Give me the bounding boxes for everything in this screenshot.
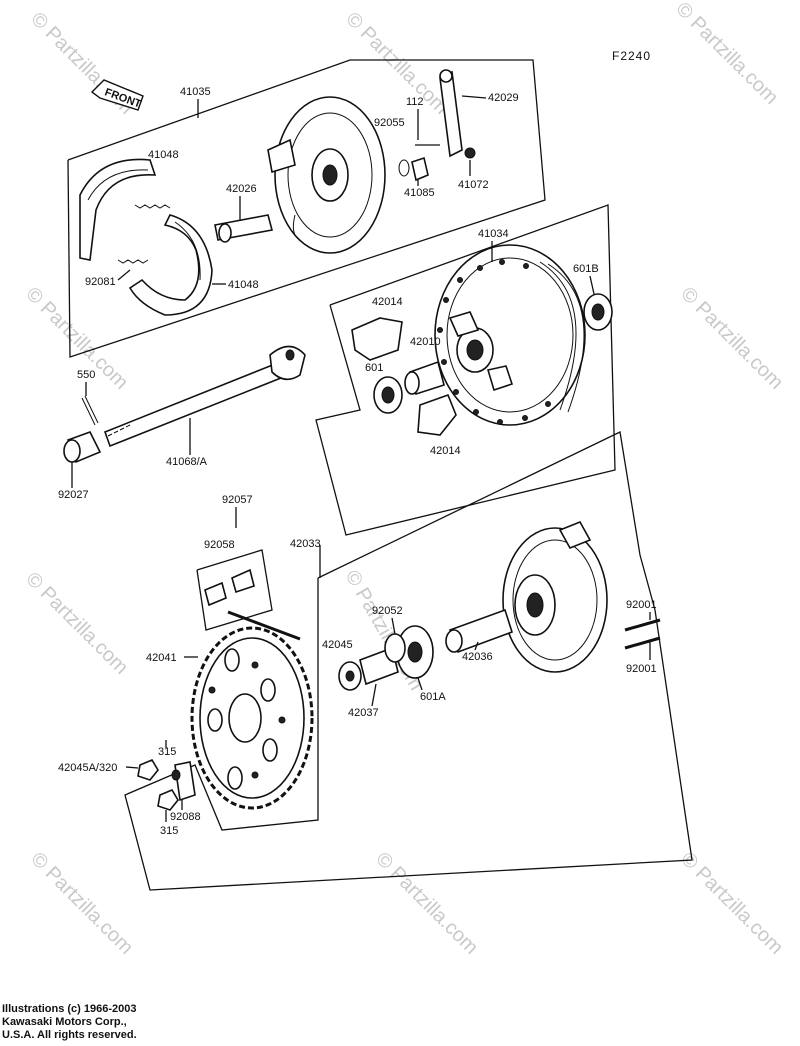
brake-springs xyxy=(117,204,171,264)
label-92081: 92081 xyxy=(85,276,116,288)
wheel-hub-frame xyxy=(315,204,616,536)
label-550: 550 xyxy=(77,369,95,381)
label-42036: 42036 xyxy=(462,651,493,663)
label-92057: 92057 xyxy=(222,494,253,506)
figure-id: F2240 xyxy=(612,49,651,63)
label-42045: 42045 xyxy=(322,639,353,651)
sprocket-nuts xyxy=(137,758,196,811)
label-42037: 42037 xyxy=(348,707,379,719)
label-42041: 42041 xyxy=(146,652,177,664)
label-42033: 42033 xyxy=(290,538,321,550)
label-601B: 601B xyxy=(573,263,599,275)
brake-cam-shaft xyxy=(214,214,273,243)
label-92088: 92088 xyxy=(170,811,201,823)
watermark: © Partzilla.com xyxy=(676,283,787,394)
coupling-frame xyxy=(124,431,693,891)
wheel-hub xyxy=(434,244,586,426)
label-41034: 41034 xyxy=(478,228,509,240)
label-42014-lower: 42014 xyxy=(430,445,461,457)
watermark: © Partzilla.com xyxy=(21,568,132,679)
watermark: © Partzilla.com xyxy=(676,848,787,959)
damper-42014-lower xyxy=(417,393,457,436)
label-92027: 92027 xyxy=(58,489,89,501)
indicator-41085 xyxy=(411,156,429,182)
brake-arm xyxy=(439,69,476,159)
copyright-notice: Illustrations (c) 1966-2003 Kawasaki Mot… xyxy=(2,1003,137,1042)
nut-42045 xyxy=(338,661,362,691)
bearing-601B xyxy=(583,293,613,331)
hub-spoke-holes xyxy=(437,259,551,425)
chain-joint xyxy=(204,568,255,607)
drive-chain-segment xyxy=(227,610,301,641)
label-41068A: 41068/A xyxy=(166,456,208,468)
watermark-layer: © Partzilla.com © Partzilla.com © Partzi… xyxy=(21,0,787,959)
brake-panel xyxy=(267,96,386,254)
label-92058: 92058 xyxy=(204,539,235,551)
damper-42014-upper xyxy=(351,317,403,361)
label-42014-upper: 42014 xyxy=(372,296,403,308)
label-41072: 41072 xyxy=(458,179,489,191)
watermark: © Partzilla.com xyxy=(671,0,782,109)
label-41048-upper: 41048 xyxy=(148,149,179,161)
brake-shoe-upper xyxy=(79,158,157,261)
label-41085: 41085 xyxy=(404,187,435,199)
label-41035: 41035 xyxy=(180,86,211,98)
label-42026: 42026 xyxy=(226,183,257,195)
label-601: 601 xyxy=(365,362,383,374)
brake-shoe-lower xyxy=(128,214,213,316)
label-42010: 42010 xyxy=(410,336,441,348)
label-92055: 92055 xyxy=(374,117,405,129)
label-315-lower: 315 xyxy=(160,825,178,837)
cotter-pin-550 xyxy=(81,395,99,426)
bolt-92055 xyxy=(398,144,440,177)
label-112: 112 xyxy=(406,96,424,108)
chain-joint-frame xyxy=(196,549,273,631)
coupling xyxy=(502,520,608,673)
label-92001-lower: 92001 xyxy=(626,663,657,675)
copyright-line: U.S.A. All rights reserved. xyxy=(2,1029,137,1041)
label-92001-upper: 92001 xyxy=(626,599,657,611)
watermark: © Partzilla.com xyxy=(341,8,452,119)
axle xyxy=(103,345,306,448)
brake-panel-frame xyxy=(67,59,546,358)
bolts-92001 xyxy=(624,618,661,650)
copyright-line: Illustrations (c) 1966-2003 xyxy=(2,1003,137,1015)
label-92052: 92052 xyxy=(372,605,403,617)
bearing-601 xyxy=(373,376,403,414)
label-315-upper: 315 xyxy=(158,746,176,758)
collar-42010 xyxy=(404,360,445,396)
oil-seal-92052 xyxy=(384,633,406,663)
label-42029: 42029 xyxy=(488,92,519,104)
label-41048-lower: 41048 xyxy=(228,279,259,291)
label-601A: 601A xyxy=(420,691,446,703)
label-42045A320: 42045A/320 xyxy=(58,762,117,774)
collar-92027 xyxy=(63,431,102,464)
rear-sprocket xyxy=(190,626,314,810)
watermark: © Partzilla.com xyxy=(371,848,482,959)
sleeve-42036 xyxy=(445,608,513,654)
watermark: © Partzilla.com xyxy=(26,848,137,959)
copyright-line: Kawasaki Motors Corp., xyxy=(2,1016,127,1028)
